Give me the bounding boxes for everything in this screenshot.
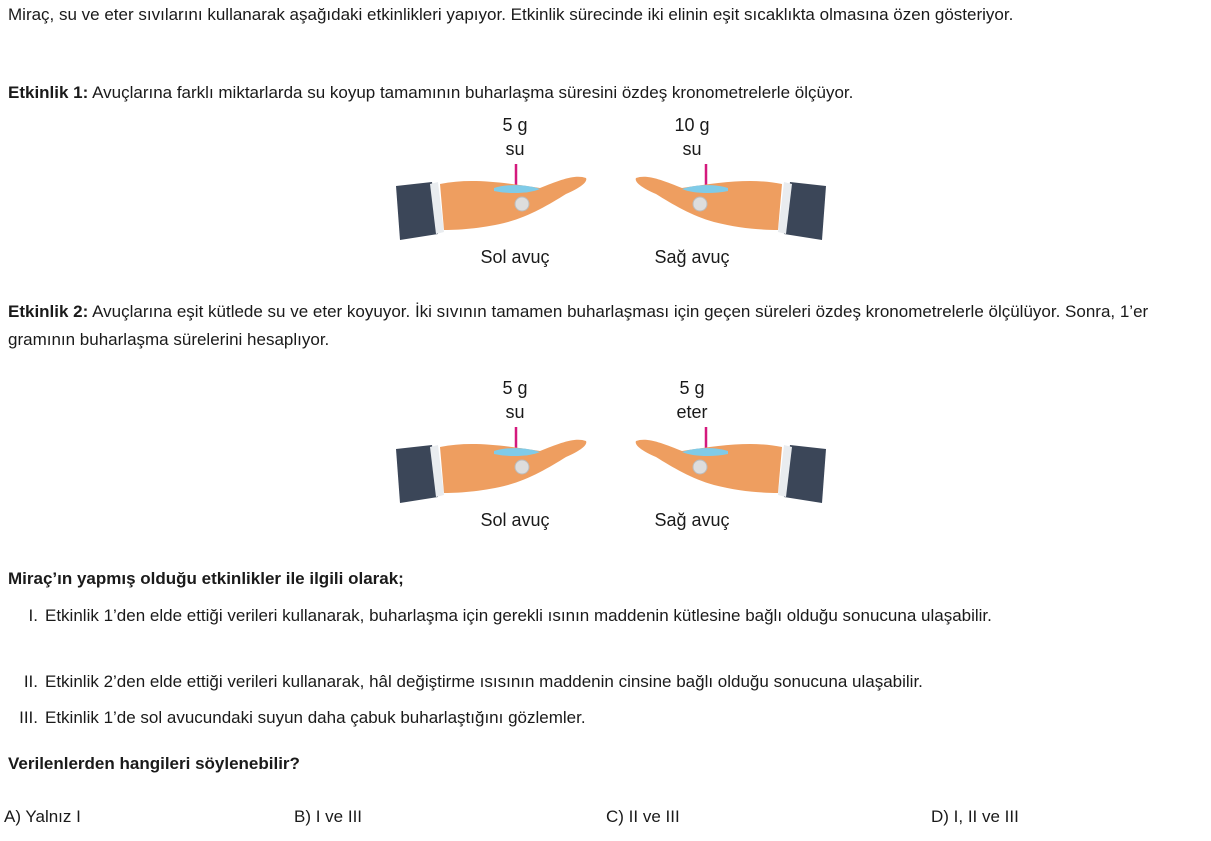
- statement-text: Etkinlik 1’den elde ettiği verileri kull…: [45, 606, 992, 625]
- activity-1-text: Avuçlarına farklı miktarlarda su koyup t…: [88, 83, 854, 102]
- left-hand-icon: [396, 427, 587, 503]
- right-substance-label: eter: [676, 402, 708, 422]
- statement-list: I. Etkinlik 1’den elde ettiği verileri k…: [8, 602, 1203, 740]
- left-substance-label: su: [505, 139, 525, 159]
- activity-2-label: Etkinlik 2:: [8, 302, 89, 321]
- statement-item: II. Etkinlik 2’den elde ettiği verileri …: [8, 668, 1203, 696]
- option-d[interactable]: D) I, II ve III: [931, 807, 1019, 826]
- answer-options: A) Yalnız I B) I ve III C) II ve III D) …: [0, 803, 1211, 831]
- question-prompt: Verilenlerden hangileri söylenebilir?: [8, 754, 300, 773]
- question-stem: Miraç’ın yapmış olduğu etkinlikler ile i…: [8, 569, 404, 588]
- option-a[interactable]: A) Yalnız I: [4, 807, 81, 826]
- right-amount-label: 10 g: [674, 115, 710, 135]
- statement-item: I. Etkinlik 1’den elde ettiği verileri k…: [8, 602, 1203, 660]
- statement-item: III. Etkinlik 1’de sol avucundaki suyun …: [8, 704, 1203, 732]
- activity-1-description: Etkinlik 1: Avuçlarına farklı miktarlard…: [8, 79, 1203, 107]
- right-substance-label: su: [682, 139, 702, 159]
- left-palm-label: Sol avuç: [480, 510, 550, 530]
- right-amount-label: 5 g: [679, 378, 705, 398]
- left-hand-icon: [396, 164, 587, 240]
- right-palm-label: Sağ avuç: [654, 510, 730, 530]
- right-palm-label: Sağ avuç: [654, 247, 730, 267]
- intro-text: Miraç, su ve eter sıvılarını kullanarak …: [8, 5, 1014, 24]
- activity-2-figure: 5 g su 5 g eter Sol avuç Sağ avuç: [0, 375, 1211, 535]
- option-c[interactable]: C) II ve III: [606, 807, 680, 826]
- statement-text: Etkinlik 2’den elde ettiği verileri kull…: [45, 672, 923, 691]
- right-hand-icon: [635, 427, 826, 503]
- activity-2-text: Avuçlarına eşit kütlede su ve eter koyuy…: [8, 302, 1149, 349]
- statement-number: I.: [28, 606, 38, 625]
- activity-2-description: Etkinlik 2: Avuçlarına eşit kütlede su v…: [8, 298, 1203, 354]
- statement-number: III.: [19, 708, 38, 727]
- activity-1-figure: 5 g su 10 g su Sol avuç Sağ avuç: [0, 112, 1211, 272]
- statement-number: II.: [23, 672, 38, 691]
- left-amount-label: 5 g: [502, 115, 528, 135]
- left-substance-label: su: [505, 402, 525, 422]
- statement-text: Etkinlik 1’de sol avucundaki suyun daha …: [45, 708, 586, 727]
- activity-1-label: Etkinlik 1:: [8, 83, 89, 102]
- right-hand-icon: [635, 164, 826, 240]
- option-b[interactable]: B) I ve III: [294, 807, 363, 826]
- left-palm-label: Sol avuç: [480, 247, 550, 267]
- left-amount-label: 5 g: [502, 378, 528, 398]
